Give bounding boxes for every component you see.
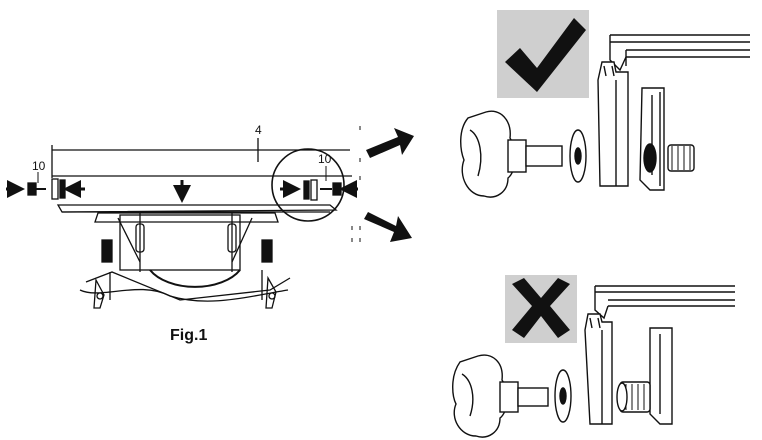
correct-assembly-panel xyxy=(460,10,750,198)
figure-caption: Fig.1 xyxy=(170,327,207,344)
callout-part-10-left: 10 xyxy=(32,159,46,173)
callout-part-10-right: 10 xyxy=(318,152,332,166)
incorrect-assembly-panel xyxy=(452,275,735,438)
assembly-arrows xyxy=(6,180,358,203)
callout-part-4: 4 xyxy=(255,123,262,137)
saw-table-drawing xyxy=(27,138,352,309)
arrow-to-incorrect-panel xyxy=(364,212,412,242)
checkmark-icon xyxy=(505,18,586,92)
pointer-arrows xyxy=(364,128,414,242)
arrow-to-correct-panel xyxy=(366,128,414,158)
cross-icon xyxy=(512,278,570,338)
detail-magnifier-circle xyxy=(271,148,345,222)
